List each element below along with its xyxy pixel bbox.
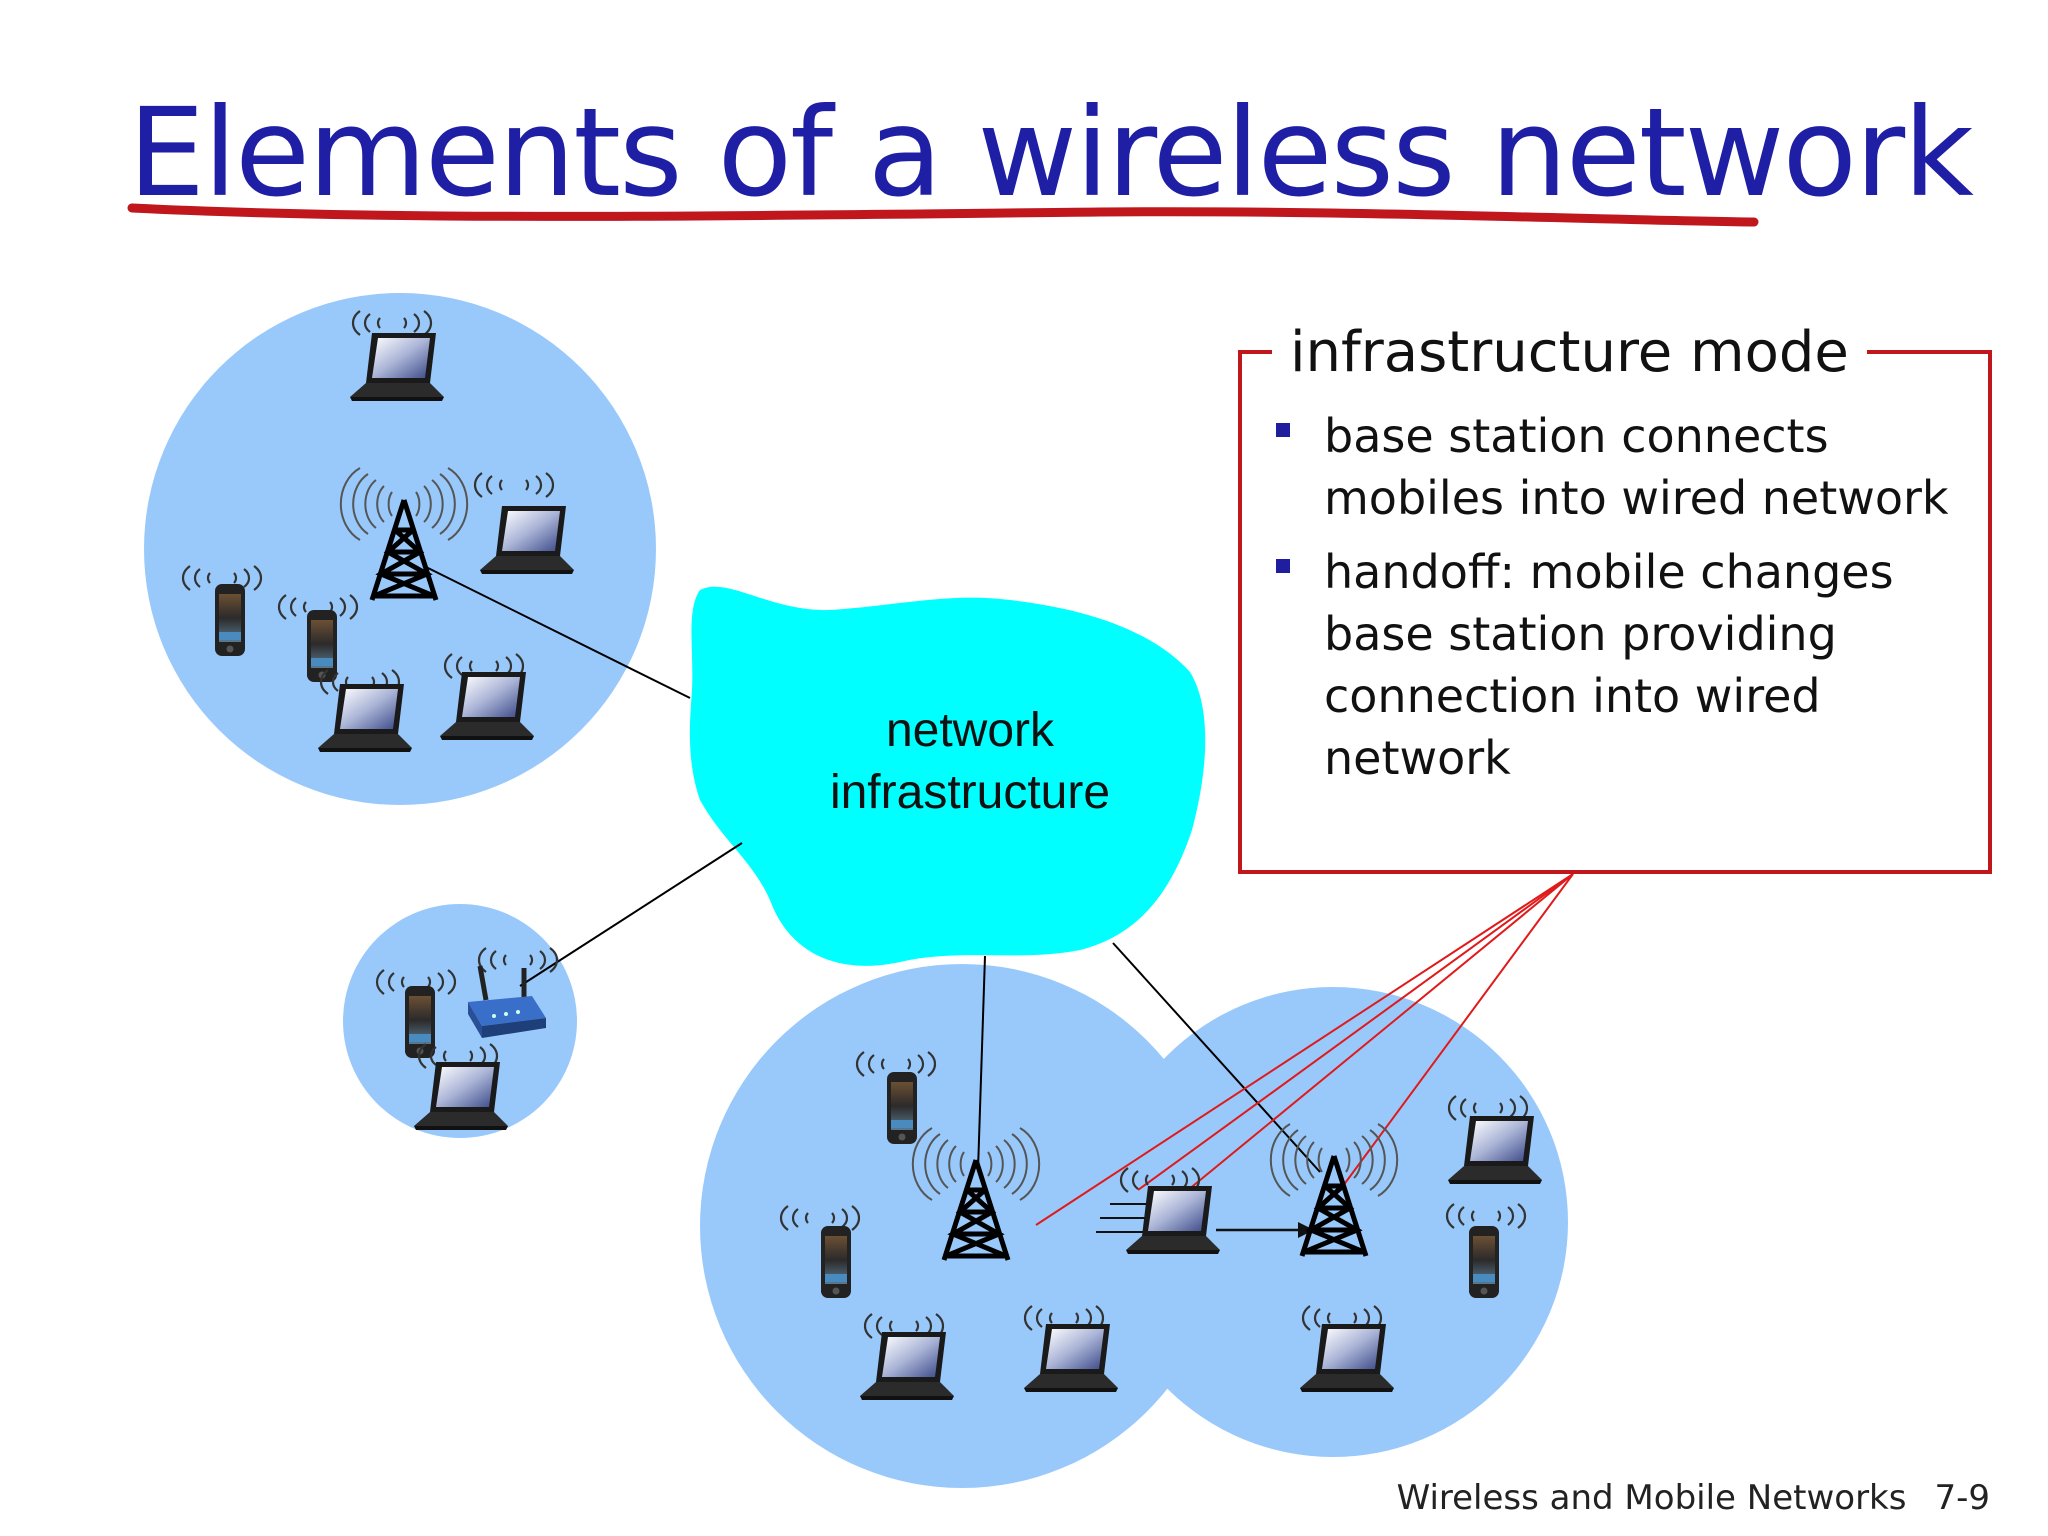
bullet-text: handoff: mobile changes base station pro… <box>1324 545 1894 785</box>
callout-line-to-laptop-a <box>1137 873 1574 1191</box>
smartphone-icon <box>887 1072 917 1144</box>
network-infrastructure-cloud <box>689 586 1206 966</box>
link-tower-top-left <box>423 565 691 699</box>
square-bullet-icon <box>1276 559 1290 573</box>
callout-line-to-laptop-b <box>1187 873 1574 1191</box>
footer-page-number: 7-9 <box>1934 1478 1990 1518</box>
link-tower-bottom-right <box>1112 942 1321 1173</box>
bullet-text: base station connects mobiles into wired… <box>1324 409 1949 525</box>
title-underline <box>127 203 1759 227</box>
square-bullet-icon <box>1276 423 1290 437</box>
callout-line-to-tower-left <box>1035 873 1574 1226</box>
slide-footer: Wireless and Mobile Networks 7-9 <box>1397 1478 1990 1518</box>
smartphone-icon <box>405 986 435 1058</box>
bullet-item: base station connects mobiles into wired… <box>1262 405 1962 529</box>
smartphone-icon <box>307 610 337 682</box>
smartphone-icon <box>821 1226 851 1298</box>
cloud-label-line-1: network <box>885 704 1055 757</box>
infrastructure-mode-bullets: base station connects mobiles into wired… <box>1262 405 1962 801</box>
footer-course: Wireless and Mobile Networks <box>1396 1478 1907 1518</box>
smartphone-icon <box>215 584 245 656</box>
link-router-small <box>519 842 743 987</box>
slide-title: Elements of a wireless network <box>128 82 1974 224</box>
cloud-label: network infrastructure <box>795 700 1145 824</box>
smartphone-icon <box>1469 1226 1499 1298</box>
coverage-cell-top-left <box>144 293 656 805</box>
coverage-cell-small <box>343 904 577 1138</box>
bullet-item: handoff: mobile changes base station pro… <box>1262 541 1962 789</box>
infrastructure-mode-heading: infrastructure mode <box>1272 322 1867 384</box>
cloud-label-line-2: infrastructure <box>829 766 1111 819</box>
link-tower-bottom-middle <box>977 955 986 1171</box>
